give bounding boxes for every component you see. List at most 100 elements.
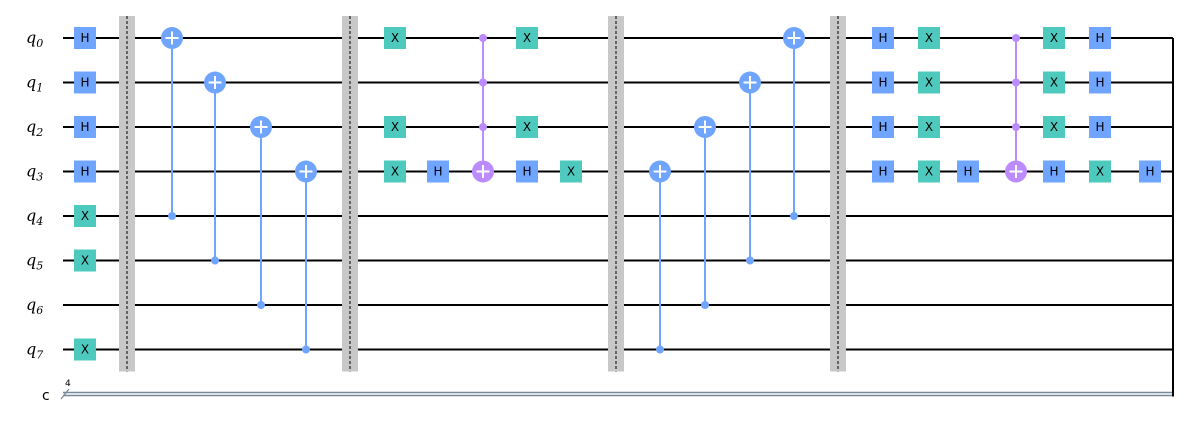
h-gate: H bbox=[1089, 27, 1111, 49]
gate-label: H bbox=[433, 165, 442, 179]
barrier bbox=[830, 16, 846, 372]
x-gate: X bbox=[560, 160, 582, 183]
gate-box bbox=[872, 71, 894, 94]
cx-gate bbox=[739, 71, 761, 265]
gate-box bbox=[74, 71, 96, 94]
cx-gate bbox=[649, 160, 671, 354]
gate-box bbox=[560, 160, 582, 183]
x-gate: X bbox=[1043, 71, 1065, 94]
mcx-gate bbox=[1005, 34, 1027, 183]
x-gate: X bbox=[384, 27, 406, 49]
x-gate: X bbox=[516, 27, 538, 49]
gate-label: X bbox=[391, 31, 399, 45]
cx-gate bbox=[204, 71, 226, 265]
control-dot bbox=[168, 212, 176, 220]
h-gate: H bbox=[1089, 71, 1111, 94]
qubit-label: q3 bbox=[26, 162, 43, 184]
gate-label: X bbox=[925, 31, 933, 45]
gate-label: X bbox=[81, 343, 89, 357]
control-dot bbox=[790, 212, 798, 220]
gate-label: H bbox=[1049, 165, 1058, 179]
gate-box bbox=[74, 160, 96, 183]
h-gate: H bbox=[957, 160, 979, 183]
gate-box bbox=[872, 160, 894, 183]
gate-label: X bbox=[523, 31, 531, 45]
gate-box bbox=[384, 160, 406, 183]
control-dot bbox=[211, 256, 219, 265]
gate-label: X bbox=[1050, 76, 1058, 90]
h-gate: H bbox=[74, 27, 96, 49]
control-dot bbox=[1012, 123, 1020, 131]
gate-label: H bbox=[80, 31, 89, 45]
barriers-layer bbox=[119, 16, 846, 372]
h-gate: H bbox=[427, 160, 449, 183]
gate-label: X bbox=[391, 165, 399, 179]
control-dot bbox=[746, 256, 754, 265]
control-dot bbox=[479, 123, 487, 131]
x-gate: X bbox=[1043, 116, 1065, 138]
cx-gate bbox=[250, 116, 272, 309]
control-dot bbox=[1012, 34, 1020, 42]
barrier bbox=[608, 16, 624, 372]
gate-label: X bbox=[925, 120, 933, 134]
gate-box bbox=[1043, 27, 1065, 49]
x-gate: X bbox=[918, 27, 940, 49]
classical-bundle-slash bbox=[60, 388, 70, 400]
h-gate: H bbox=[1089, 116, 1111, 138]
cx-gate bbox=[161, 27, 183, 220]
h-gate: H bbox=[872, 71, 894, 94]
x-gate: X bbox=[1089, 160, 1111, 183]
gate-box bbox=[1043, 71, 1065, 94]
gate-label: X bbox=[925, 76, 933, 90]
h-gate: H bbox=[74, 116, 96, 138]
gate-box bbox=[918, 27, 940, 49]
barrier bbox=[342, 16, 358, 372]
gate-label: X bbox=[391, 120, 399, 134]
gate-label: X bbox=[81, 254, 89, 268]
h-gate: H bbox=[516, 160, 538, 183]
gate-box bbox=[384, 27, 406, 49]
control-dot bbox=[302, 345, 310, 354]
control-dot bbox=[479, 34, 487, 42]
x-gate: X bbox=[918, 116, 940, 138]
gate-label: H bbox=[522, 165, 531, 179]
qubit-label: q1 bbox=[26, 73, 43, 95]
control-dot bbox=[257, 301, 265, 309]
gate-box bbox=[516, 27, 538, 49]
barrier bbox=[119, 16, 135, 372]
gate-box bbox=[1089, 160, 1111, 183]
gate-box bbox=[516, 116, 538, 138]
h-gate: H bbox=[1043, 160, 1065, 183]
x-gate: X bbox=[1043, 27, 1065, 49]
mcx-gate bbox=[472, 34, 494, 183]
x-gate: X bbox=[384, 116, 406, 138]
gate-box bbox=[516, 160, 538, 183]
gate-label: X bbox=[1050, 31, 1058, 45]
classical-register-label: c bbox=[42, 388, 50, 404]
gate-box bbox=[918, 160, 940, 183]
gate-box bbox=[427, 160, 449, 183]
gate-box bbox=[872, 27, 894, 49]
gate-box bbox=[74, 249, 96, 272]
qubit-label: q2 bbox=[26, 117, 43, 139]
gate-box bbox=[872, 116, 894, 138]
gate-box bbox=[1043, 116, 1065, 138]
gate-box bbox=[74, 338, 96, 361]
gate-box bbox=[74, 27, 96, 49]
gate-label: H bbox=[1145, 165, 1154, 179]
cx-gate bbox=[295, 160, 317, 354]
gate-label: H bbox=[878, 76, 887, 90]
gate-box bbox=[918, 116, 940, 138]
gate-box bbox=[1089, 27, 1111, 49]
h-gate: H bbox=[74, 71, 96, 94]
gate-label: H bbox=[80, 165, 89, 179]
gate-box bbox=[1089, 116, 1111, 138]
gate-box bbox=[957, 160, 979, 183]
gate-box bbox=[1089, 71, 1111, 94]
x-gate: X bbox=[74, 249, 96, 272]
h-gate: H bbox=[872, 116, 894, 138]
gate-box bbox=[1043, 160, 1065, 183]
qubit-label: q7 bbox=[26, 340, 43, 362]
